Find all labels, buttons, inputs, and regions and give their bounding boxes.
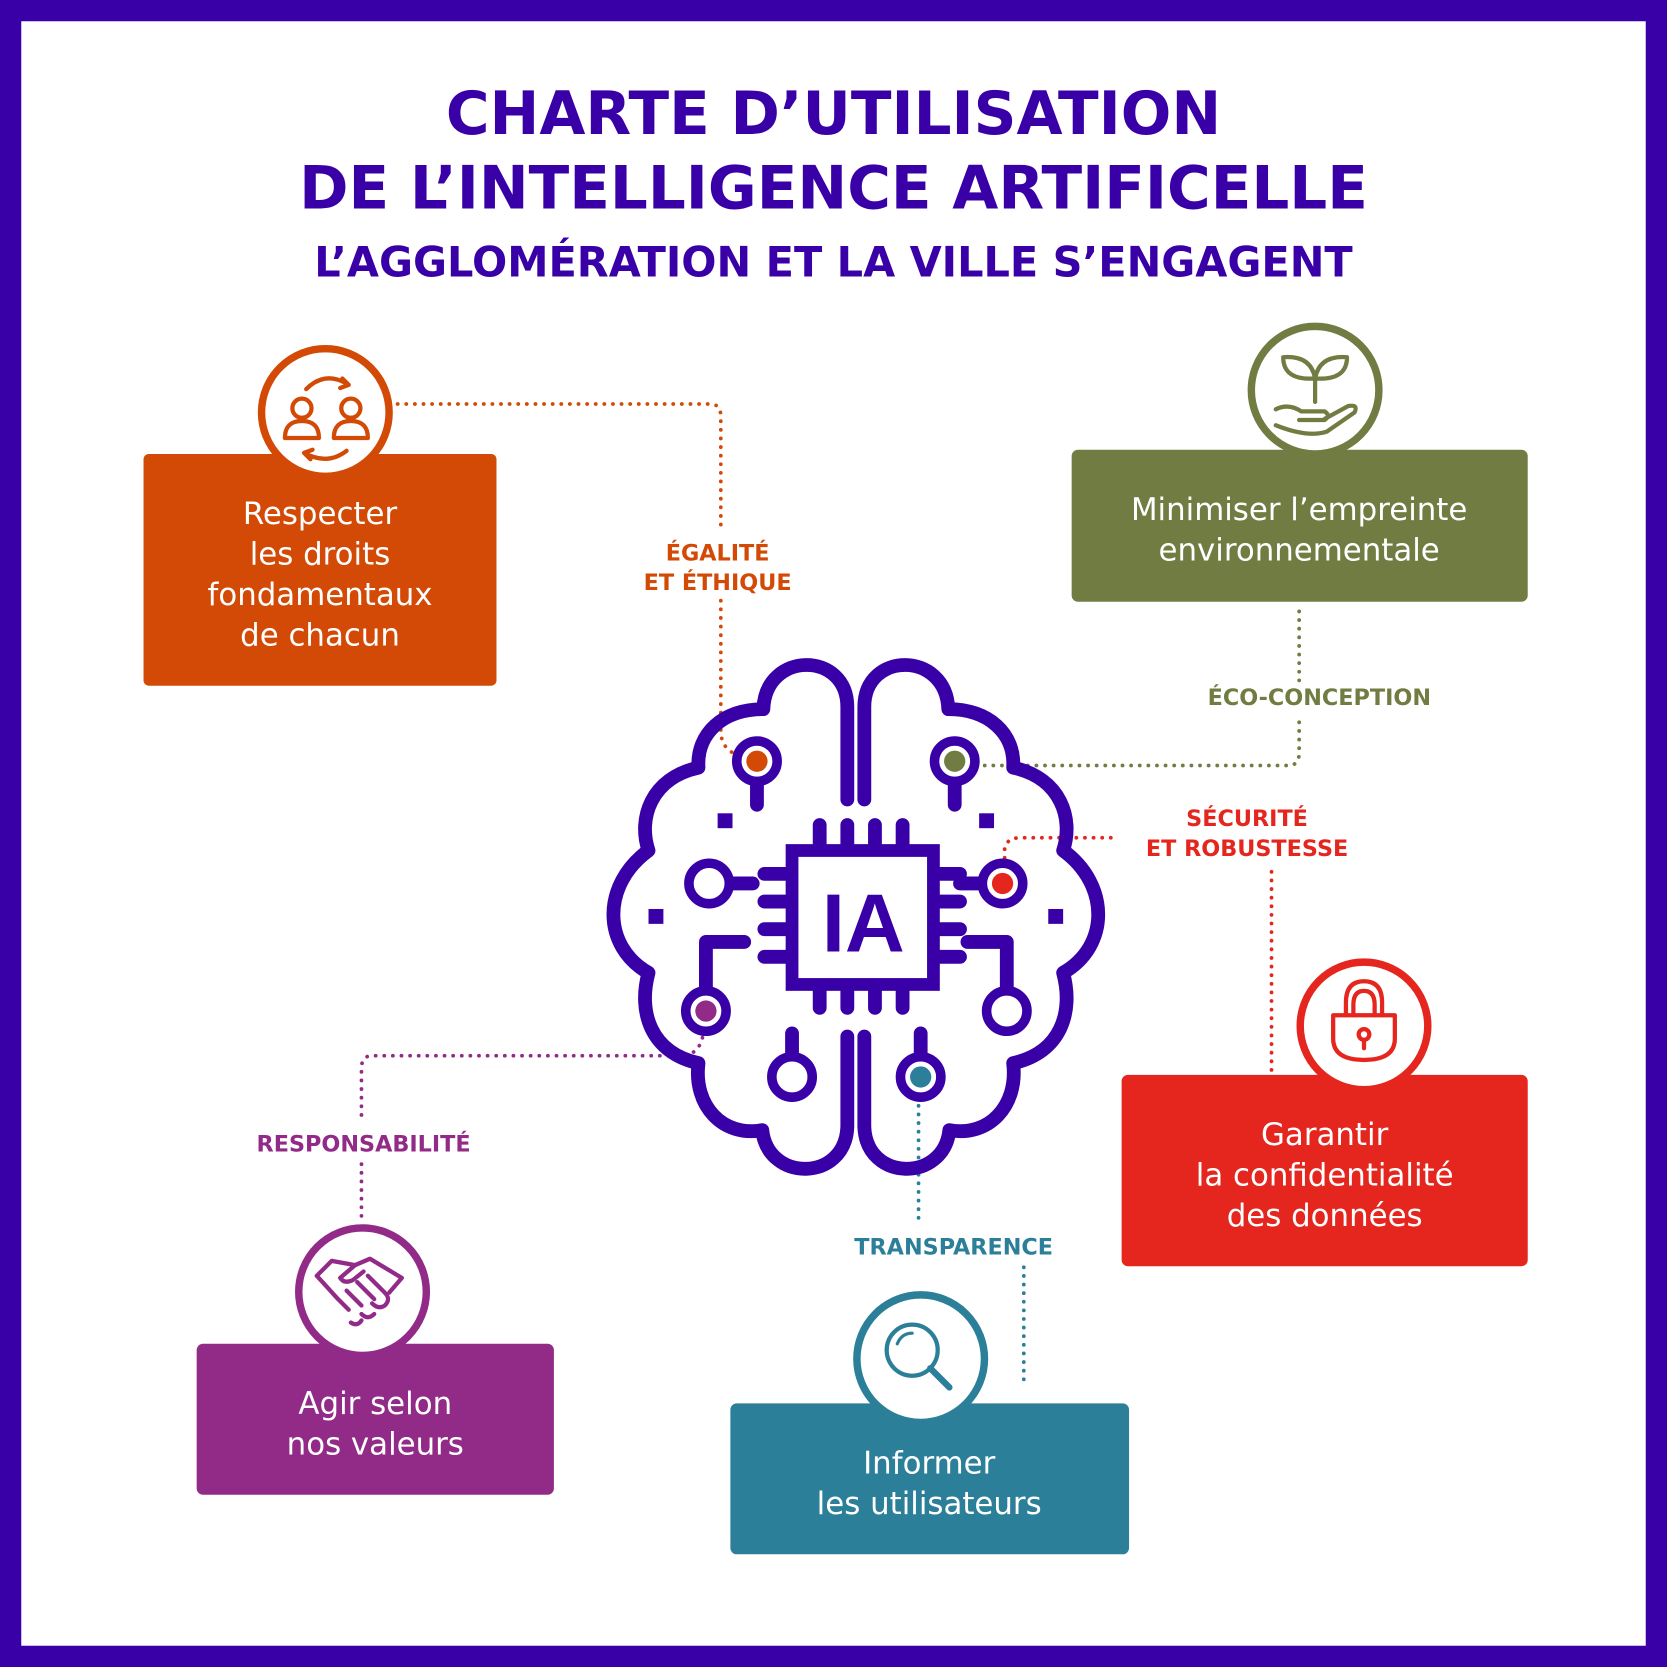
- card-text-2: les utilisateurs: [817, 1486, 1042, 1522]
- principle-environnement: Minimiser l’empreinte environnementale: [1071, 322, 1528, 602]
- principle-valeurs: Agir selon nos valeurs: [196, 1224, 554, 1495]
- card-text-2: environnementale: [1159, 532, 1440, 568]
- card-text-3: des données: [1227, 1198, 1423, 1234]
- subtitle: L’AGGLOMÉRATION ET LA VILLE S’ENGAGENT: [314, 238, 1353, 286]
- connector-eco: [965, 604, 1302, 768]
- card-text-2: la confidentialité: [1196, 1157, 1454, 1193]
- connector-securite: [1002, 835, 1274, 1074]
- label-securite-2: ET ROBUSTESSE: [1146, 836, 1348, 862]
- brain-chip-icon: IA: [606, 658, 1106, 1176]
- label-eco: ÉCO-CONCEPTION: [1208, 683, 1431, 711]
- lock-icon: [1331, 979, 1397, 1063]
- card-text-1: Informer: [863, 1446, 995, 1482]
- label-transparence: TRANSPARENCE: [854, 1235, 1053, 1261]
- label-responsabilite: RESPONSABILITÉ: [257, 1129, 471, 1157]
- handshake-icon: [314, 1256, 404, 1327]
- label-securite-1: SÉCURITÉ: [1186, 804, 1308, 832]
- principle-confidentialite: Garantir la confidentialité des données: [1121, 958, 1528, 1267]
- card-text-4: de chacun: [240, 617, 400, 653]
- card-background: [1121, 1074, 1528, 1267]
- principle-droits: Respecter les droits fondamentaux de cha…: [143, 344, 497, 686]
- card-background: [143, 453, 497, 686]
- label-egalite-2: ET ÉTHIQUE: [644, 568, 792, 596]
- card-text-2: nos valeurs: [287, 1426, 464, 1462]
- ia-label: IA: [822, 877, 905, 970]
- card-text-1: Agir selon: [298, 1386, 452, 1422]
- people-exchange-icon: [282, 376, 370, 462]
- title-line-1: CHARTE D’UTILISATION: [446, 80, 1221, 149]
- label-egalite-1: ÉGALITÉ: [666, 538, 770, 566]
- card-background: [1071, 449, 1528, 602]
- plant-hand-icon: [1273, 354, 1358, 436]
- principle-informer: Informer les utilisateurs: [730, 1291, 1130, 1555]
- card-text-1: Minimiser l’empreinte: [1131, 492, 1467, 528]
- title-line-2: DE L’INTELLIGENCE ARTIFICELLE: [299, 154, 1368, 223]
- card-background: [196, 1343, 554, 1495]
- card-text-3: fondamentaux: [207, 577, 432, 613]
- magnifier-icon: [884, 1322, 953, 1391]
- card-text-2: les droits: [250, 537, 391, 573]
- card-background: [730, 1403, 1130, 1555]
- card-text-1: Garantir: [1261, 1117, 1389, 1153]
- connector-transparence: [916, 1095, 1026, 1390]
- connector-responsabilite: [359, 1027, 706, 1225]
- card-text-1: Respecter: [243, 496, 398, 532]
